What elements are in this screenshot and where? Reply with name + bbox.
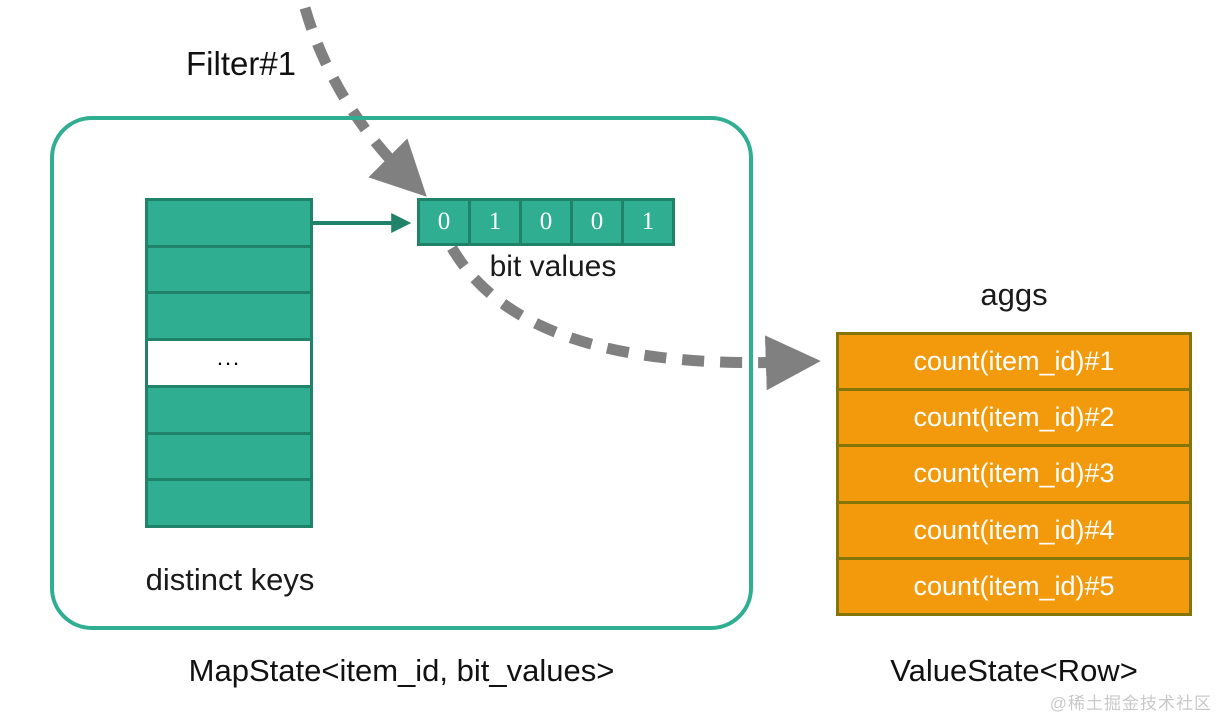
key-cell (145, 198, 313, 248)
agg-row: count(item_id)#4 (836, 500, 1192, 560)
aggs-box: count(item_id)#1 count(item_id)#2 count(… (836, 332, 1192, 628)
bit-cell: 1 (621, 198, 675, 246)
watermark: @稀土掘金技术社区 (1049, 694, 1212, 713)
mapstate-caption: MapState<item_id, bit_values> (188, 653, 615, 688)
valuestate-caption: ValueState<Row> (890, 653, 1138, 688)
bit-values-caption: bit values (489, 250, 617, 283)
mapstate-container (50, 116, 753, 630)
agg-row: count(item_id)#3 (836, 444, 1192, 504)
key-cell (145, 478, 313, 528)
agg-row: count(item_id)#2 (836, 388, 1192, 448)
key-cell (145, 431, 313, 482)
bit-values-row: 0 1 0 0 1 (417, 198, 675, 246)
agg-row: count(item_id)#5 (836, 556, 1192, 616)
key-cell (145, 291, 313, 342)
bit-cell: 0 (417, 198, 471, 246)
distinct-keys-column: ... (145, 198, 313, 546)
bit-cell: 0 (570, 198, 624, 246)
agg-row: count(item_id)#1 (836, 332, 1192, 392)
distinct-keys-caption: distinct keys (145, 562, 315, 597)
key-cell-ellipsis: ... (145, 338, 313, 388)
bit-cell: 0 (519, 198, 573, 246)
key-cell (145, 384, 313, 435)
key-cell (145, 244, 313, 295)
aggs-caption: aggs (980, 277, 1048, 312)
filter-label: Filter#1 (186, 45, 297, 82)
bit-cell: 1 (468, 198, 522, 246)
